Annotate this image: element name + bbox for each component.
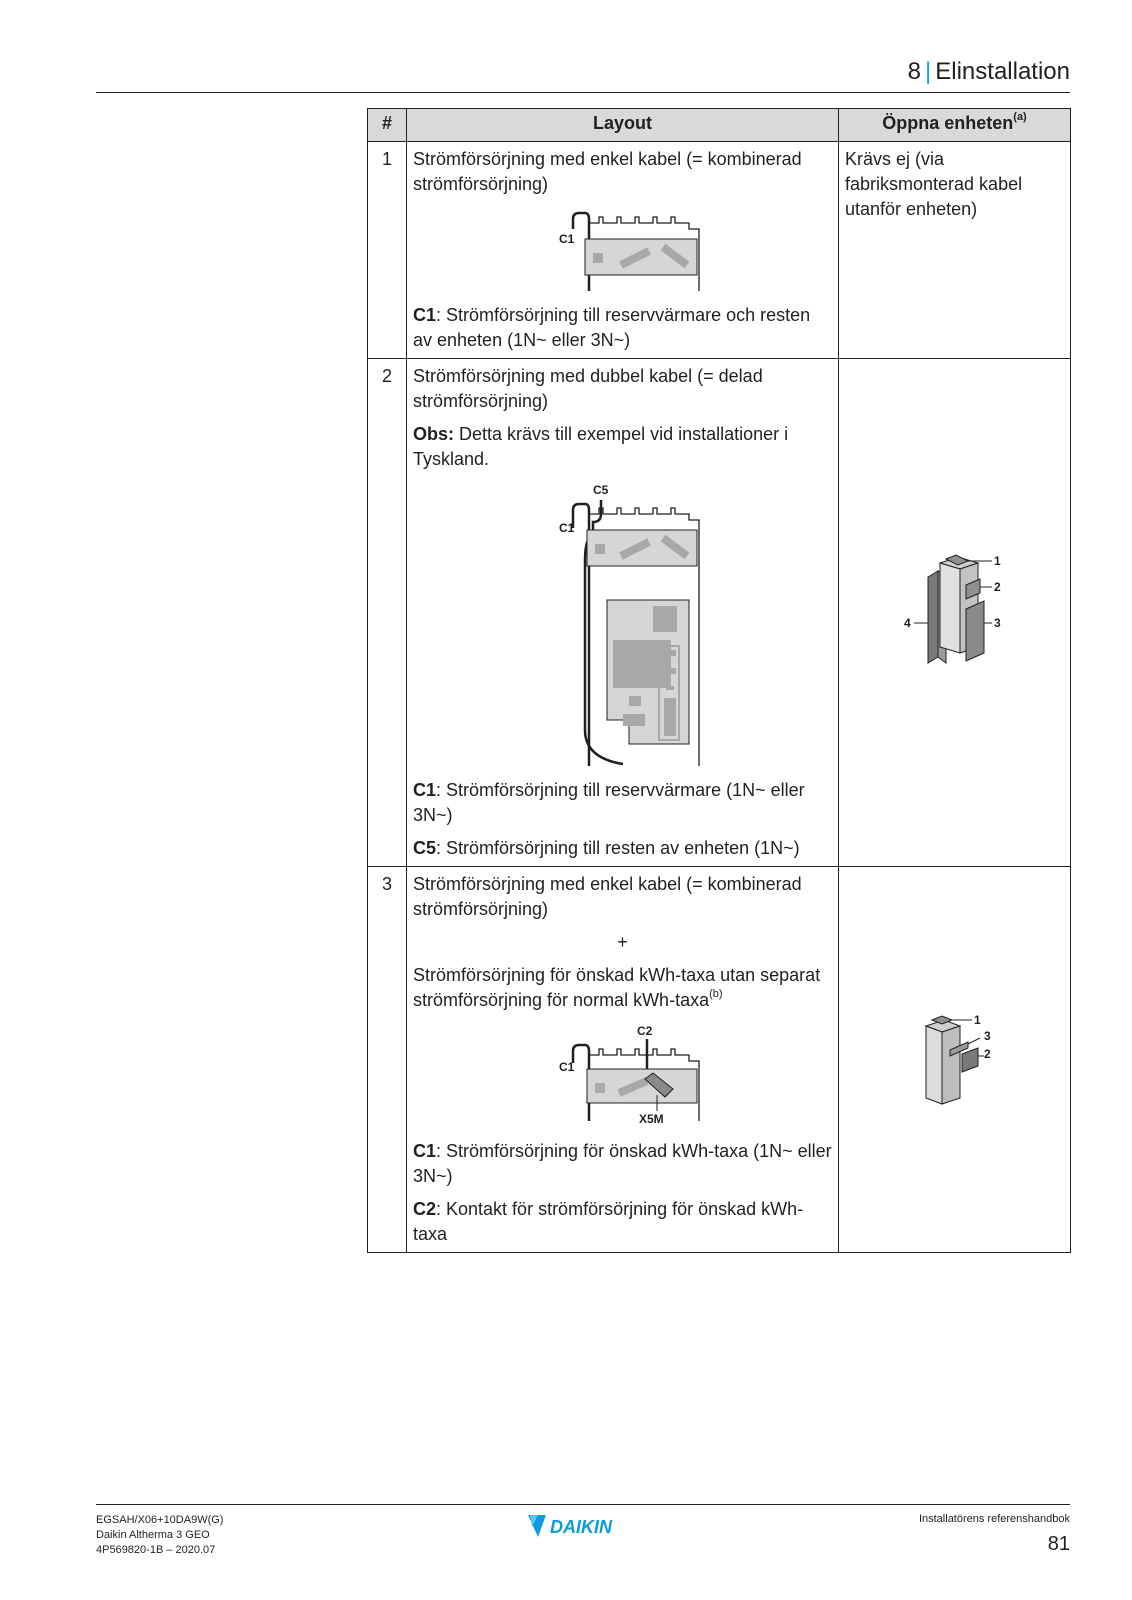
- column-header-open: Öppna enheten(a): [838, 108, 1071, 142]
- daikin-logo: DAIKIN: [528, 1515, 613, 1537]
- table-row: 3 Strömförsörjning med enkel kabel (= ko…: [367, 866, 1071, 1253]
- icon-label-1: 1: [994, 554, 1001, 568]
- legend-text: : Strömförsörjning till resten av enhete…: [436, 838, 800, 858]
- power-supply-layout-table: # Layout Öppna enheten(a) 1 Strömförsörj…: [367, 108, 1071, 1253]
- footnote-marker-a: (a): [1013, 111, 1027, 123]
- single-cable-diagram: C1: [559, 211, 700, 291]
- page-footer: EGSAH/X06+10DA9W(G) Daikin Altherma 3 GE…: [96, 1504, 1070, 1565]
- open-cell: Krävs ej (via fabriksmonterad kabel utan…: [838, 141, 1071, 359]
- layout-intro: Strömförsörjning med dubbel kabel (= del…: [413, 366, 763, 411]
- row-number: 2: [367, 358, 407, 867]
- column-header-layout: Layout: [406, 108, 839, 142]
- note-label: Obs:: [413, 424, 455, 444]
- layout-note: Obs: Detta krävs till exempel vid instal…: [413, 422, 832, 472]
- layout-cell: Strömförsörjning med enkel kabel (= komb…: [406, 866, 839, 1253]
- chapter-separator: |: [925, 58, 932, 85]
- open-cell: 1 2 3 4: [838, 358, 1071, 867]
- chapter-number: 8: [907, 58, 922, 85]
- legend-code: C1: [413, 780, 437, 800]
- dual-cable-diagram: C5: [559, 483, 700, 766]
- logo-text: DAIKIN: [550, 1517, 613, 1537]
- legend-code: C2: [413, 1199, 437, 1219]
- page-number: 81: [1047, 1533, 1070, 1555]
- layout-cell: Strömförsörjning med enkel kabel (= komb…: [406, 141, 839, 359]
- icon-label-2: 2: [994, 580, 1001, 594]
- footer-manual-title: Installatörens referenshandbok: [918, 1513, 1070, 1525]
- preferential-tariff-diagram: C2 X5M C1: [559, 1024, 700, 1126]
- fig-label-x5m: X5M: [639, 1112, 664, 1126]
- layout-intro-2-text: Strömförsörjning för önskad kWh-taxa uta…: [413, 965, 821, 1010]
- layout-intro: Strömförsörjning med enkel kabel (= komb…: [413, 149, 802, 194]
- plus-sign: +: [617, 932, 628, 952]
- layout-cell: Strömförsörjning med dubbel kabel (= del…: [406, 358, 839, 867]
- footer-docnum: 4P569820-1B – 2020.07: [96, 1544, 216, 1556]
- icon-label-4: 4: [904, 616, 911, 630]
- icon-label-3: 3: [984, 1029, 991, 1043]
- legend-item: C1: Strömförsörjning till reservvärmare …: [413, 778, 832, 828]
- row-number: 1: [367, 141, 407, 359]
- legend-code: C5: [413, 838, 437, 858]
- unit-panel-icon: 1 3 2: [924, 1013, 991, 1105]
- fig-label-c1: C1: [559, 232, 575, 246]
- legend-code: C1: [413, 305, 437, 325]
- footer-model: EGSAH/X06+10DA9W(G): [96, 1514, 224, 1526]
- open-cell: 1 3 2: [838, 866, 1071, 1253]
- row-number: 3: [367, 866, 407, 1253]
- icon-label-3: 3: [994, 616, 1001, 630]
- table-header-row: # Layout Öppna enheten(a): [367, 108, 1071, 142]
- column-header-num: #: [367, 108, 407, 142]
- legend-text: : Strömförsörjning för önskad kWh-taxa (…: [413, 1141, 832, 1186]
- unit-panels-icon: 1 2 3 4: [904, 554, 1001, 664]
- open-unit-illustration: 1 2 3 4: [845, 553, 1064, 673]
- legend-item: C1: Strömförsörjning för önskad kWh-taxa…: [413, 1139, 832, 1189]
- footer-product: Daikin Altherma 3 GEO: [96, 1529, 210, 1541]
- legend-item: C5: Strömförsörjning till resten av enhe…: [413, 836, 832, 861]
- page-header: 8|Elinstallation: [96, 56, 1070, 93]
- legend-item: C1: Strömförsörjning till reservvärmare …: [413, 303, 832, 353]
- fig-label-c1: C1: [559, 521, 575, 535]
- legend-text: : Strömförsörjning till reservvärmare oc…: [413, 305, 811, 350]
- chapter-heading: 8|Elinstallation: [908, 58, 1070, 86]
- fig-label-c5: C5: [593, 483, 609, 497]
- fig-label-c1: C1: [559, 1060, 575, 1074]
- icon-label-2: 2: [984, 1047, 991, 1061]
- fig-label-c2: C2: [637, 1024, 653, 1038]
- legend-code: C1: [413, 1141, 437, 1161]
- footer-doc-info: EGSAH/X06+10DA9W(G) Daikin Altherma 3 GE…: [96, 1513, 223, 1558]
- layout-intro-2: Strömförsörjning för önskad kWh-taxa uta…: [413, 963, 832, 1013]
- legend-text: : Strömförsörjning till reservvärmare (1…: [413, 780, 805, 825]
- footnote-marker-b: (b): [709, 988, 723, 1000]
- layout-intro: Strömförsörjning med enkel kabel (= komb…: [413, 874, 802, 919]
- icon-label-1: 1: [974, 1013, 981, 1027]
- table-row: 2 Strömförsörjning med dubbel kabel (= d…: [367, 358, 1071, 867]
- chapter-title: Elinstallation: [935, 58, 1070, 85]
- legend-item: C2: Kontakt för strömförsörjning för öns…: [413, 1197, 832, 1247]
- legend-text: : Kontakt för strömförsörjning för önska…: [413, 1199, 804, 1244]
- note-text: Detta krävs till exempel vid installatio…: [413, 424, 789, 469]
- column-header-open-label: Öppna enheten: [882, 113, 1014, 133]
- open-unit-illustration: 1 3 2: [845, 1012, 1064, 1108]
- table-row: 1 Strömförsörjning med enkel kabel (= ko…: [367, 141, 1071, 359]
